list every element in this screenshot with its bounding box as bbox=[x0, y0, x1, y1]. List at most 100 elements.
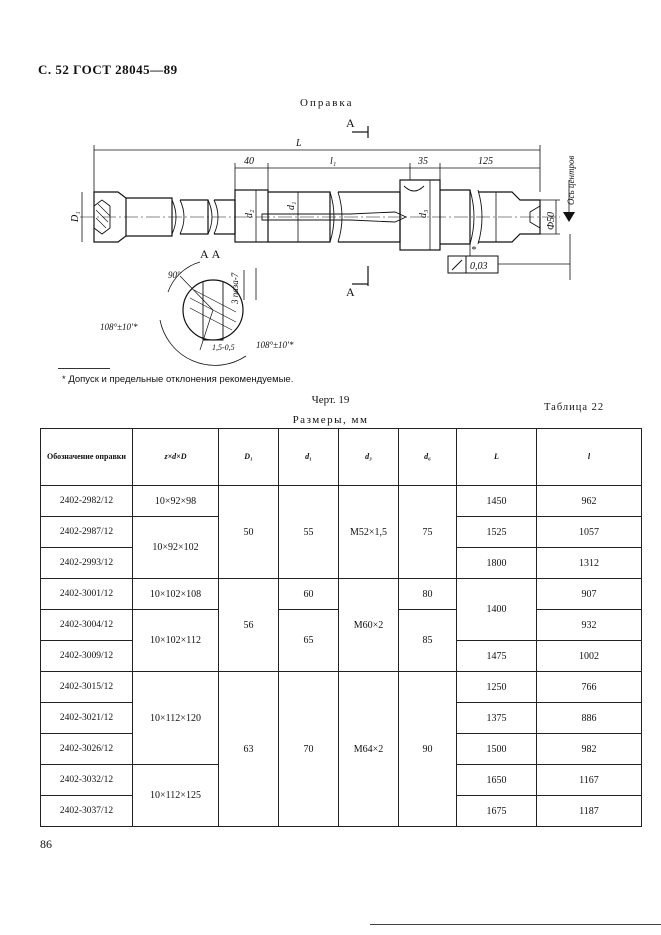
cell-d1: 65 bbox=[278, 609, 339, 672]
cell-designation: 2402-3009/12 bbox=[40, 640, 133, 672]
cell-L: 1400 bbox=[456, 578, 537, 641]
angle-90-label: 90° bbox=[168, 270, 181, 280]
col-header-d1: d₁ bbox=[278, 428, 339, 486]
dimensions-table: Обозначение оправки z×d×D D₁ d₁ d₃ d₆ L … bbox=[40, 428, 642, 827]
cell-zdD: 10×112×120 bbox=[132, 671, 219, 765]
dim-d2-label: d₂ bbox=[244, 209, 255, 218]
mandrel-drawing: А А L 40 l₁ 35 125 D₁ d₂ d₁ d₃ Ф50 Ось ц… bbox=[70, 116, 576, 366]
axis-label: Ось центров bbox=[566, 155, 576, 205]
dim-125-label: 125 bbox=[478, 156, 493, 167]
table-row: 2402-3015/12 10×112×120 63 70 M64×2 90 1… bbox=[40, 671, 642, 827]
footnote: * Допуск и предельные отклонения рекомен… bbox=[62, 374, 294, 385]
figure-caption: Черт. 19 bbox=[311, 394, 350, 406]
cell-L: 1475 bbox=[456, 640, 537, 672]
angle-108-right: 108°±10'* bbox=[256, 340, 294, 350]
table-header-row: Обозначение оправки z×d×D D₁ d₁ d₃ d₆ L … bbox=[40, 428, 642, 486]
col-header-D1: D₁ bbox=[218, 428, 279, 486]
cell-zdD: 10×92×98 bbox=[132, 485, 219, 517]
cell-d6: 75 bbox=[398, 485, 457, 579]
cell-d3: M60×2 bbox=[338, 578, 399, 672]
cell-designation: 2402-2982/12 bbox=[40, 485, 133, 517]
col-header-zdD: z×d×D bbox=[132, 428, 219, 486]
cell-zdD: 10×102×108 bbox=[132, 578, 219, 610]
col-header-L: L bbox=[456, 428, 537, 486]
tolerance-value: 0,03 bbox=[470, 261, 488, 272]
cell-designation: 2402-2987/12 bbox=[40, 516, 133, 548]
cell-l: 982 bbox=[536, 733, 642, 765]
cell-l: 1187 bbox=[536, 795, 642, 827]
table-row: 2402-3004/12 10×102×112 65 85 932 bbox=[40, 609, 642, 672]
cell-l: 766 bbox=[536, 671, 642, 703]
cell-d3: M64×2 bbox=[338, 671, 399, 827]
cell-L: 1375 bbox=[456, 702, 537, 734]
cell-L: 1675 bbox=[456, 795, 537, 827]
angle-108-left: 108°±10'* bbox=[100, 322, 138, 332]
groove-label: 3 паза-7 bbox=[230, 272, 240, 305]
cell-d3: M52×1,5 bbox=[338, 485, 399, 579]
cell-D1: 56 bbox=[218, 578, 279, 672]
col-header-d6: d₆ bbox=[398, 428, 457, 486]
dim-l1-label: l₁ bbox=[330, 156, 336, 167]
dim-35-label: 35 bbox=[417, 156, 428, 167]
page-header: С. 52 ГОСТ 28045—89 bbox=[38, 62, 178, 77]
dim-40-label: 40 bbox=[244, 156, 254, 167]
cell-l: 962 bbox=[536, 485, 642, 517]
cell-l: 1002 bbox=[536, 640, 642, 672]
table-row: 2402-3037/12 1675 1187 bbox=[40, 795, 642, 827]
cell-zdD: 10×112×125 bbox=[132, 764, 219, 827]
cell-l: 932 bbox=[536, 609, 642, 641]
table-row: 2402-3021/12 1375 886 bbox=[40, 702, 642, 734]
cell-designation: 2402-3021/12 bbox=[40, 702, 133, 734]
dim-L-label: L bbox=[295, 138, 302, 149]
cell-D1: 50 bbox=[218, 485, 279, 579]
cell-L: 1500 bbox=[456, 733, 537, 765]
section-mark-bottom: А bbox=[346, 285, 355, 299]
table-row: 2402-2987/12 10×92×102 1525 1057 bbox=[40, 516, 642, 579]
tolerance-star: * bbox=[471, 245, 476, 256]
page-number: 86 bbox=[40, 837, 52, 851]
cell-d1: 60 bbox=[278, 578, 339, 610]
cell-L: 1250 bbox=[456, 671, 537, 703]
cell-designation: 2402-3026/12 bbox=[40, 733, 133, 765]
table-row: 2402-2993/12 1800 1312 bbox=[40, 547, 642, 579]
cell-d1: 55 bbox=[278, 485, 339, 579]
col-header-d3: d₃ bbox=[338, 428, 399, 486]
section-aa-label: А А bbox=[200, 247, 221, 261]
cell-l: 1057 bbox=[536, 516, 642, 548]
cell-designation: 2402-3037/12 bbox=[40, 795, 133, 827]
dim-phi50-label: Ф50 bbox=[546, 212, 557, 230]
dim-15-label: 1,5-0,5 bbox=[212, 343, 235, 352]
cell-L: 1450 bbox=[456, 485, 537, 517]
col-header-l: l bbox=[536, 428, 642, 486]
cell-l: 1167 bbox=[536, 764, 642, 796]
cell-zdD: 10×92×102 bbox=[132, 516, 219, 579]
cell-designation: 2402-2993/12 bbox=[40, 547, 133, 579]
cell-designation: 2402-3032/12 bbox=[40, 764, 133, 796]
bottom-edge bbox=[370, 924, 661, 925]
cell-designation: 2402-3015/12 bbox=[40, 671, 133, 703]
cell-L: 1650 bbox=[456, 764, 537, 796]
table-row: 2402-3001/12 10×102×108 56 60 M60×2 80 1… bbox=[40, 578, 642, 672]
table-title: Размеры, мм bbox=[292, 414, 369, 426]
cell-designation: 2402-3001/12 bbox=[40, 578, 133, 610]
dim-D1-label: D₁ bbox=[70, 211, 81, 223]
footnote-rule bbox=[58, 368, 110, 369]
table-label: Таблица 22 bbox=[544, 402, 605, 413]
dim-d1-label: d₁ bbox=[286, 202, 297, 210]
section-mark-top: А bbox=[346, 116, 355, 130]
cell-d1: 70 bbox=[278, 671, 339, 827]
cell-l: 907 bbox=[536, 578, 642, 610]
cell-d6: 90 bbox=[398, 671, 457, 827]
cell-zdD: 10×102×112 bbox=[132, 609, 219, 672]
cell-designation: 2402-3004/12 bbox=[40, 609, 133, 641]
cell-d6: 80 bbox=[398, 578, 457, 610]
col-header-designation: Обозначение оправки bbox=[40, 428, 133, 486]
table-row: 2402-2982/12 10×92×98 50 55 M52×1,5 75 1… bbox=[40, 485, 642, 579]
cell-l: 1312 bbox=[536, 547, 642, 579]
cell-L: 1800 bbox=[456, 547, 537, 579]
cell-L: 1525 bbox=[456, 516, 537, 548]
table-row: 2402-3009/12 1475 1002 bbox=[40, 640, 642, 672]
dim-d3-label: d₃ bbox=[418, 209, 429, 218]
drawing-title: Оправка bbox=[300, 97, 354, 109]
cell-l: 886 bbox=[536, 702, 642, 734]
